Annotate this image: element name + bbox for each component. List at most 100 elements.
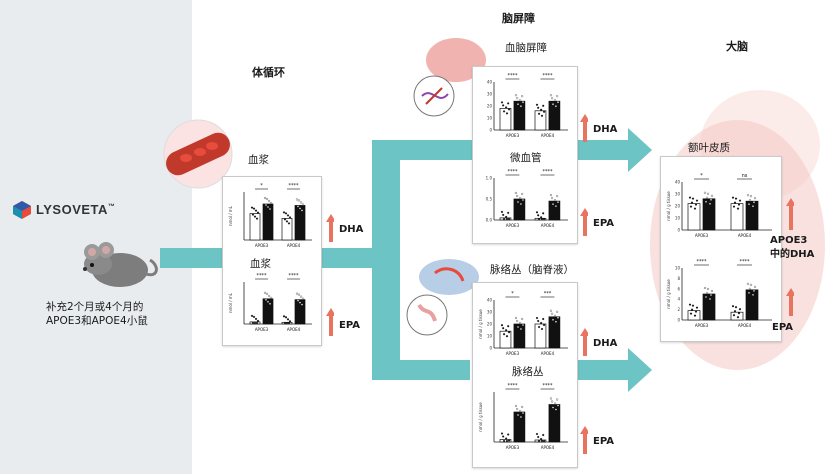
data-point [519, 321, 522, 325]
y-tick-label: 0 [489, 346, 492, 351]
data-point [554, 402, 557, 405]
tag-cp-epa: EPA [593, 436, 614, 447]
bar [249, 213, 261, 241]
data-point [507, 102, 510, 105]
data-point [543, 110, 546, 113]
data-point [549, 94, 552, 97]
data-point [542, 317, 545, 321]
data-point [255, 217, 259, 220]
data-point [535, 103, 539, 106]
chart-cp-epa: nmol / g tissue****APOE3****APOE4 [478, 380, 570, 454]
x-tick-label: APOE4 [541, 351, 555, 356]
data-point [296, 205, 300, 208]
data-point [734, 306, 738, 309]
x-tick-label: APOE3 [695, 323, 709, 328]
up-arrow-icon [326, 214, 334, 242]
bar [730, 311, 744, 321]
x-tick-label: APOE4 [541, 223, 555, 228]
bar [499, 439, 512, 443]
bar-chart-plasma-epa: nmol / mL****APOE3****APOE4 [228, 273, 312, 332]
panel-title-micro: 微血管 [510, 152, 542, 164]
data-point [554, 408, 557, 411]
data-point [551, 103, 555, 106]
significance-label: **** [507, 169, 518, 175]
significance-label: * [511, 291, 514, 297]
data-point [297, 293, 301, 296]
bar [513, 411, 526, 443]
data-point [297, 199, 301, 202]
data-point [516, 200, 520, 204]
data-point [521, 192, 524, 196]
up-arrow-icon [786, 198, 794, 230]
data-point [285, 220, 289, 223]
data-point [703, 286, 707, 290]
data-point [266, 300, 270, 303]
panel-title-plasma-epa: 血浆 [250, 258, 271, 270]
bar-chart-cp-epa: nmol / g tissue****APOE3****APOE4 [478, 383, 568, 450]
data-point [284, 212, 288, 215]
data-point [710, 194, 714, 197]
y-tick-label: 0 [677, 228, 680, 233]
x-tick-label: APOE3 [506, 133, 520, 138]
data-point [287, 222, 291, 225]
y-tick-label: 8 [677, 276, 680, 281]
bar [548, 316, 561, 349]
significance-label: **** [542, 73, 553, 79]
data-point [540, 217, 544, 221]
data-point [521, 317, 524, 321]
data-point [554, 199, 557, 202]
mouse-caption: 补充2个月或4个月的 APOE3和APOE4小鼠 [46, 301, 148, 327]
data-point [709, 198, 713, 201]
data-point [521, 323, 525, 327]
data-point [521, 411, 525, 415]
bar [499, 217, 512, 221]
significance-label: **** [507, 383, 518, 389]
data-point [537, 435, 540, 439]
data-point [748, 287, 752, 290]
data-point [554, 105, 557, 108]
data-point [283, 218, 287, 221]
data-point [542, 104, 545, 107]
data-point [254, 209, 258, 212]
bar [262, 203, 274, 241]
y-axis-label: nmol / g tissue [478, 309, 483, 339]
data-point [554, 99, 557, 102]
data-point [250, 206, 254, 209]
data-point [503, 110, 506, 113]
data-point [688, 196, 692, 199]
y-tick-label: 30 [487, 310, 493, 315]
data-point [508, 217, 511, 220]
data-point [288, 320, 292, 323]
data-point [519, 196, 522, 200]
data-point [516, 319, 519, 323]
data-point [255, 321, 259, 325]
data-point [505, 437, 508, 440]
data-point [516, 407, 519, 411]
data-point [502, 213, 505, 216]
panel-title-fc: 额叶皮质 [688, 142, 730, 154]
bar [294, 299, 306, 325]
data-point [500, 210, 504, 213]
bar [687, 203, 701, 231]
data-point [542, 212, 545, 215]
data-point [514, 191, 517, 195]
tag-cp-dha: DHA [593, 338, 618, 349]
data-point [507, 325, 510, 328]
data-point [732, 205, 736, 208]
data-point [298, 207, 302, 210]
bar [534, 110, 547, 131]
mouse-icon [83, 242, 158, 287]
data-point [263, 291, 267, 294]
panel-title-plasma-dha: 血浆 [248, 154, 269, 166]
data-point [500, 324, 504, 327]
data-point [737, 203, 741, 206]
data-point [268, 207, 272, 211]
data-point [537, 214, 540, 217]
blood-vessel-icon [163, 119, 233, 189]
data-point [738, 199, 742, 202]
x-tick-label: APOE4 [287, 243, 301, 248]
bar-chart-micro-epa: 1.00.50.0****APOE3****APOE4 [486, 169, 568, 228]
data-point [519, 105, 522, 108]
